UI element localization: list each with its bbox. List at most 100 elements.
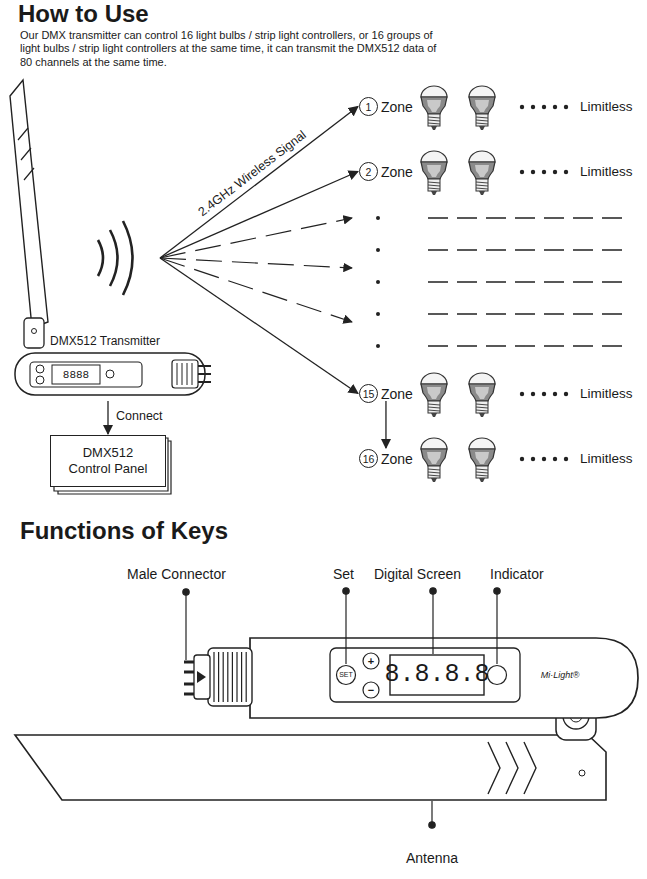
ellipsis-dots-part: [564, 170, 568, 174]
ellipsis-dots-part: [520, 170, 524, 174]
male-connector-part-part: [218, 652, 219, 702]
ellipsis-dots-part: [553, 457, 557, 461]
limitless-note: Limitless: [580, 99, 633, 115]
radio-waves: [98, 221, 133, 295]
leader-lines-part: [431, 801, 432, 825]
dashed-signal-part: [160, 258, 352, 322]
zone-number: 1: [359, 97, 378, 116]
male-connector-part: [197, 671, 206, 683]
leader-lines-part: [432, 591, 433, 654]
ellipsis-rows-part-part: [428, 249, 628, 250]
ellipsis-rows-part-part: [428, 313, 628, 314]
screen-digits: 8.8.8.8: [384, 661, 489, 690]
ellipsis-rows: [376, 216, 628, 348]
male-connector-part: [208, 648, 252, 706]
male-connector-part-part: [232, 652, 233, 702]
male-connector-part-part: [241, 652, 242, 702]
radio-waves-part: [98, 240, 103, 276]
edge-label: 2.4GHz Wireless Signal: [195, 127, 311, 221]
limitless-note: Limitless: [580, 451, 633, 467]
male-connector-part: [214, 652, 246, 702]
connector-arrow: [107, 401, 108, 434]
ellipsis-rows-part: [376, 216, 380, 220]
male-connector-part-part: [236, 652, 237, 702]
male-connector-part-part: [246, 652, 247, 702]
zone-number: 15: [359, 384, 378, 403]
small-transmitter-body-part: [106, 370, 114, 378]
small-antenna-part: [18, 128, 34, 180]
light-bulbs-part: [421, 151, 447, 195]
small-transmitter-body-part: [36, 365, 44, 373]
ellipsis-rows-part: [376, 248, 380, 252]
radio-waves-part: [110, 230, 118, 286]
part-name: Indicator: [490, 566, 544, 582]
part-name: Set: [333, 566, 354, 582]
transmitter-body-part: [337, 666, 356, 685]
transmitter-group: DMX512 Transmitter: [10, 80, 160, 400]
small-transmitter-body-part: [30, 362, 142, 387]
male-connector-part: [194, 655, 210, 699]
ellipsis-rows-part-part: [428, 345, 628, 346]
zone-marker: 1Zone: [359, 97, 413, 116]
light-bulbs-part: [469, 373, 495, 417]
antenna-part: [579, 770, 585, 776]
transmitter-body-part: [330, 648, 520, 702]
ellipsis-dots-part: [553, 392, 557, 396]
antenna-part: [15, 735, 606, 800]
small-antenna-part: [24, 318, 44, 348]
small-antenna-part: [10, 80, 48, 328]
leader-lines-part: [345, 591, 346, 664]
ellipsis-dots-part: [553, 105, 557, 109]
ellipsis-dots-part: [520, 105, 524, 109]
part-name: Male Connector: [127, 566, 226, 582]
ellipsis-rows-part: [428, 218, 628, 346]
zone-number: 16: [359, 449, 378, 468]
leader-lines-part: [185, 592, 186, 660]
ellipsis-dots-part: [553, 170, 557, 174]
small-transmitter-body-part: [36, 376, 44, 384]
ellipsis-dots-part: [531, 170, 535, 174]
ellipsis-dots: [520, 105, 568, 461]
connector-arrow: [160, 172, 358, 259]
title: How to Use: [18, 0, 149, 28]
male-connector-part-part: [223, 652, 224, 702]
small-transmitter-body-part: [198, 366, 211, 382]
male-connector-part: [184, 662, 194, 694]
section-heading: Functions of Keys: [20, 517, 228, 545]
male-connector-part-part: [227, 652, 228, 702]
ellipsis-rows-part: [376, 312, 380, 316]
zone-marker: 15Zone: [359, 384, 413, 403]
node-text: DMX512 Control Panel: [67, 445, 149, 476]
ellipsis-rows-part-part: [428, 281, 628, 282]
small-transmitter-body: [15, 353, 211, 395]
light-bulbs: [421, 86, 495, 482]
transmitter-body-part: [363, 653, 379, 669]
ellipsis-dots-part: [542, 457, 546, 461]
small-antenna-part: [32, 329, 37, 334]
key-label: SET: [339, 671, 353, 679]
zone-marker: 2Zone: [359, 162, 413, 181]
small-transmitter-body-part: [172, 360, 198, 388]
dashed-signal: [160, 218, 352, 322]
ellipsis-rows-part: [376, 280, 380, 284]
part-name: Antenna: [406, 850, 458, 866]
antenna-part: [488, 742, 536, 794]
zone-marker: 16Zone: [359, 449, 413, 468]
part-name: Digital Screen: [374, 566, 461, 582]
ellipsis-dots-part: [564, 457, 568, 461]
zone-label: Zone: [381, 164, 413, 180]
ellipsis-dots-part: [531, 457, 535, 461]
transmitter-body: [250, 638, 638, 718]
zone-label: Zone: [381, 386, 413, 402]
ellipsis-dots-part: [520, 457, 524, 461]
ellipsis-dots-part: [564, 392, 568, 396]
connector-arrow: [385, 401, 386, 448]
key-label: +: [368, 655, 374, 668]
ellipsis-dots-part: [531, 105, 535, 109]
connector-arrow: [160, 258, 358, 394]
ellipsis-dots-part: [564, 105, 568, 109]
transmitter-body-part: [250, 638, 638, 718]
small-transmitter-body-part: [15, 353, 205, 395]
dashed-signal-part: [160, 258, 352, 268]
